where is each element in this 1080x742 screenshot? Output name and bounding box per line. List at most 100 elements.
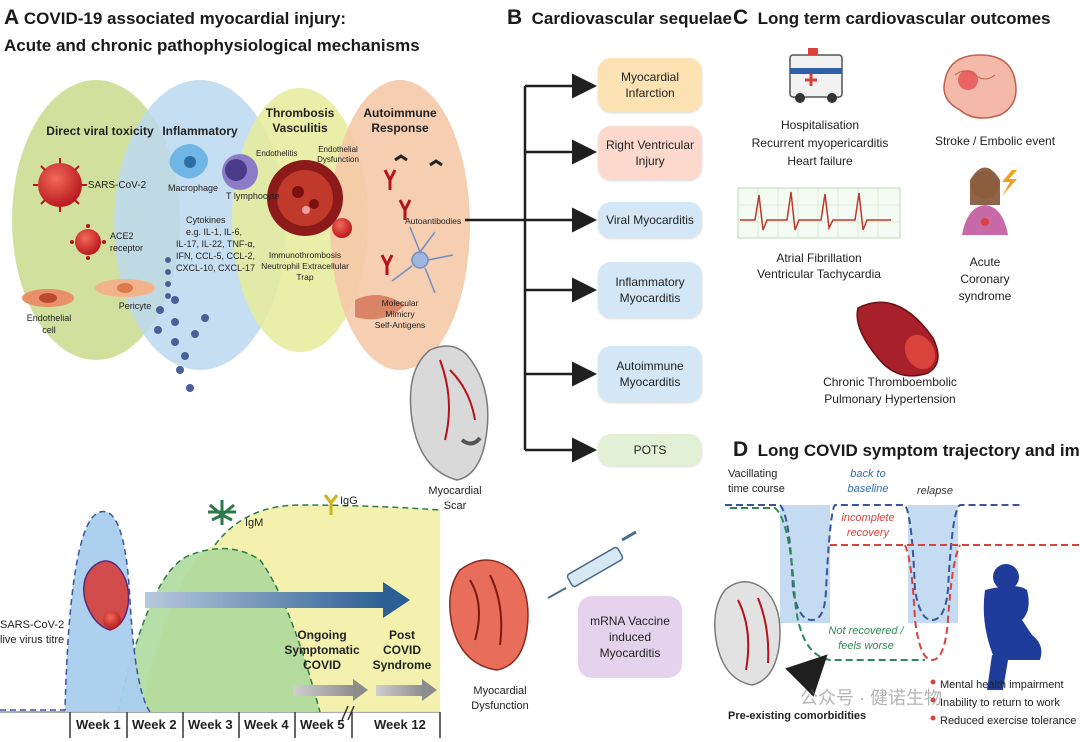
cytokines-line-4: IFN, CCL-5, CCL-2, (176, 251, 256, 261)
sequelae-viral-myocarditis: Viral Myocarditis (598, 202, 702, 238)
endothelial-cell-icon (22, 289, 74, 307)
virus-titre-dash (0, 510, 151, 713)
thrombosis-title-1: Thrombosis (265, 106, 335, 120)
brain-icon (943, 54, 1017, 119)
inflam-line-2: Myocarditis (619, 291, 681, 305)
ongoing-line-3: COVID (302, 658, 341, 672)
arrhythmia-line-1: Atrial Fibrillation (776, 251, 862, 265)
panel-c-title-text: Long term cardiovascular outcomes (757, 9, 1051, 28)
week-4-label: Week 4 (244, 717, 289, 732)
virus-small-icon (70, 224, 106, 260)
macrophage-label: Macrophage (168, 183, 219, 193)
panel-a-title-text: COVID-19 associated myocardial injury: (23, 9, 347, 28)
heart-dysfunction-icon (449, 559, 529, 671)
mimicry-line-1: Molecular (381, 298, 419, 308)
panel-a-letter: A (4, 6, 20, 29)
hospital-outcomes-label: Hospitalisation Recurrent myopericarditi… (740, 116, 900, 170)
mimicry-line-2: Mimicry (385, 309, 415, 319)
scar-line-1: Myocardial (428, 485, 482, 497)
mimicry-line-3: Self-Antigens (374, 320, 426, 330)
comorbid-arrow (785, 654, 828, 697)
watermark: 公众号 · 健诺生物 (800, 688, 942, 708)
cteph-line-1: Chronic Thromboembolic (823, 375, 957, 389)
vacillating-label: Vacillating time course (728, 467, 792, 497)
woman-chest-pain-icon (962, 167, 1017, 235)
immunothrombosis-label: Immunothrombosis Neutrophil Extracellula… (250, 250, 360, 283)
vacillating-line-1: Vacillating (728, 468, 778, 480)
panel-a-title-line1: A COVID-19 associated myocardial injury: (4, 6, 346, 30)
endothelial-label: Endothelial cell (26, 313, 72, 335)
pericyte-label: Pericyte (118, 301, 152, 311)
macrophage-icon (169, 144, 208, 179)
viral-circle-title: Direct viral toxicity (46, 124, 154, 138)
autoimmune-circle-title: Autoimmune Response (355, 106, 445, 136)
antibody-dark-icons (394, 154, 443, 167)
virus-large-icon (33, 158, 87, 212)
virus-thrombosis-icon (332, 218, 352, 238)
panel-d-letter: D (733, 438, 749, 461)
igg-dash (214, 504, 441, 546)
cytokines-list: Cytokines e.g. IL-1, IL-6, IL-17, IL-22,… (176, 214, 276, 274)
acs-label: Acute Coronary syndrome (950, 254, 1020, 305)
impact-exercise: Reduced exercise tolerance (940, 715, 1077, 727)
endothelitis-label: Endothelitis (256, 149, 298, 158)
igg-antibody-icon (323, 494, 339, 515)
sequelae-text: Autoimmune Myocarditis (616, 358, 683, 390)
igm-area (118, 548, 320, 712)
scar-label: Myocardial Scar (425, 484, 485, 514)
virus-titre-line-2: live virus titre (0, 634, 65, 646)
not-recovered-line-2: feels worse (838, 640, 894, 652)
mi-line-1: Myocardial (620, 70, 680, 84)
arrhythmia-line-2: Ventricular Tachycardia (757, 267, 881, 281)
virus-label: SARS-CoV-2 (87, 180, 147, 191)
virus-titre-line-1: SARS-CoV-2 (0, 619, 65, 631)
post-line-3: Syndrome (372, 658, 432, 672)
scar-line-2: Scar (443, 500, 467, 512)
panel-d-title: D Long COVID symptom trajectory and impa… (733, 438, 1080, 462)
dysfunction-line-1: Myocardial (473, 685, 527, 697)
t-lymphocyte-icon (222, 154, 258, 190)
impact-mental-health: Mental health impairment (940, 679, 1064, 691)
immuno-line-1: Immunothrombosis (268, 250, 342, 260)
vaccine-line-3: Myocarditis (599, 646, 661, 660)
axis-break (341, 705, 355, 721)
autoantibodies-label: Autoantibodies (405, 216, 462, 226)
panel-a-title-line2: Acute and chronic pathophysiological mec… (4, 36, 420, 55)
cytokines-line-5: CXCL-10, CXCL-17 (176, 263, 256, 273)
week-ticks (69, 712, 441, 738)
relapse-label: relapse (916, 485, 954, 497)
auto-line-1: Autoimmune (616, 359, 684, 373)
thrombosis-title-2: Vasculitis (272, 121, 328, 135)
impact-work: Inability to return to work (940, 697, 1060, 709)
igm-dash (117, 547, 321, 713)
rv-line-1: Right Ventricular (605, 138, 695, 152)
sequelae-inflammatory-myocarditis: Inflammatory Myocarditis (598, 262, 702, 318)
acs-line-2: Coronary (960, 272, 1010, 286)
sequelae-right-ventricular-injury: Right Ventricular Injury (598, 126, 702, 180)
sequelae-text: Right Ventricular Injury (606, 137, 694, 169)
inflammatory-circle-title: Inflammatory (162, 124, 238, 138)
panel-c-title: C Long term cardiovascular outcomes (733, 6, 1051, 30)
auto-line-2: Myocarditis (619, 375, 681, 389)
cteph-line-2: Pulmonary Hypertension (824, 392, 956, 406)
sequelae-connector (465, 73, 597, 463)
timeline-arrow-head (383, 582, 410, 618)
heart-timeline-icon (83, 560, 130, 631)
ambulance-icon (789, 48, 843, 103)
week-12-label: Week 12 (374, 717, 426, 732)
sequelae-text: Inflammatory Myocarditis (615, 274, 684, 306)
not-recovered-label: Not recovered / feels worse (823, 624, 909, 654)
igm-antibody-icon (208, 500, 236, 525)
sequelae-text: Myocardial Infarction (621, 69, 679, 101)
ongoing-line-2: Symptomatic (284, 643, 360, 657)
cytokine-dots (154, 257, 209, 392)
cytokines-line-1: Cytokines (186, 215, 226, 225)
baseline-line-1: back to (850, 468, 886, 480)
hospital-line-3: Heart failure (787, 154, 853, 168)
ongoing-line-1: Ongoing (297, 628, 347, 642)
relapse-red-dash (904, 544, 961, 662)
post-line-2: COVID (382, 643, 421, 657)
tcell-label: T lymphocyte (226, 191, 280, 201)
week-3-label: Week 3 (188, 717, 233, 732)
